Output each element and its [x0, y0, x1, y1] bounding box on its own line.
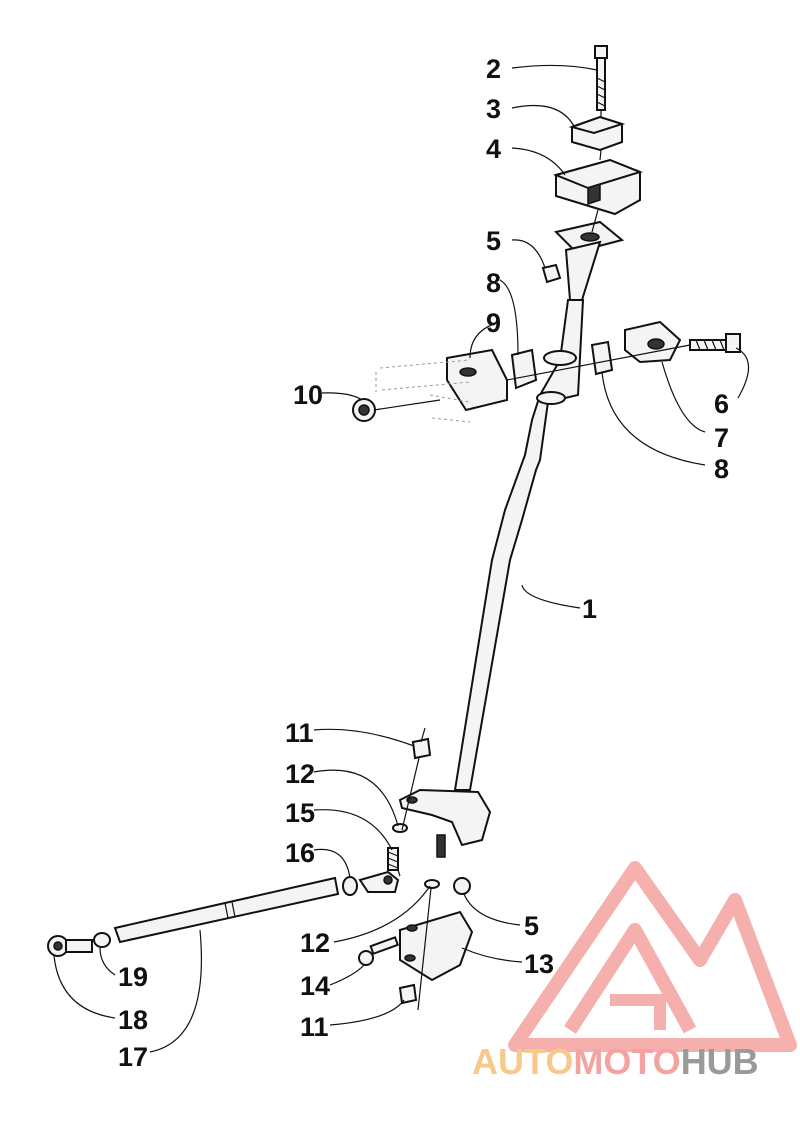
callout-17: 17	[118, 1042, 148, 1072]
watermark-logo	[508, 861, 797, 1052]
clamp-block	[446, 348, 508, 412]
handlebar-outline	[375, 359, 471, 423]
tie-rod-end-outer	[47, 935, 93, 957]
nut-lower	[453, 877, 471, 895]
jam-nut	[342, 876, 358, 896]
watermark-hub: HUB	[681, 1041, 759, 1082]
nut-upper	[411, 737, 432, 760]
callout-10: 10	[293, 380, 323, 410]
callout-7: 7	[714, 423, 729, 453]
nut-top	[541, 263, 562, 284]
callout-16: 16	[285, 838, 315, 868]
callout-8-right: 8	[714, 454, 729, 484]
bracket	[399, 910, 474, 982]
watermark-moto: MOTO	[573, 1041, 680, 1082]
callout-19: 19	[118, 962, 148, 992]
bushing-left	[510, 348, 538, 390]
clamp-bolt	[689, 333, 741, 353]
steering-post	[398, 220, 625, 858]
cap-screw	[358, 936, 400, 966]
callout-labels: 2 3 4 5 8 9 10 6 7 8 1 11 12 15 16 12 5 …	[118, 54, 729, 1072]
callout-5-upper: 5	[486, 226, 501, 256]
assembly-centerlines	[373, 110, 691, 1011]
handlebar-cap	[568, 115, 626, 152]
clamp	[624, 320, 682, 364]
callout-15: 15	[285, 798, 315, 828]
flange-nut	[352, 398, 376, 422]
washer-upper	[392, 823, 408, 833]
callout-11-upper: 11	[285, 718, 314, 748]
callout-14: 14	[300, 971, 330, 1001]
callout-11-lower: 11	[300, 1012, 329, 1042]
tie-rod-end	[358, 870, 400, 893]
callout-18: 18	[118, 1005, 148, 1035]
handlebar-block	[552, 158, 644, 216]
callout-2: 2	[486, 54, 501, 84]
bushing-right	[590, 340, 614, 376]
callout-9: 9	[486, 308, 501, 338]
tie-rod-nut	[93, 932, 111, 948]
tie-rod-stud	[387, 847, 399, 871]
callout-12-upper: 12	[285, 759, 315, 789]
leader-lines	[53, 64, 750, 1053]
callout-3: 3	[486, 94, 501, 124]
callout-12-lower: 12	[300, 928, 330, 958]
watermark-auto: AUTO	[472, 1041, 573, 1082]
watermark-text: AUTOMOTOHUB	[472, 1041, 759, 1082]
callout-4: 4	[486, 134, 501, 164]
callout-1: 1	[582, 594, 597, 624]
callout-6: 6	[714, 389, 729, 419]
callout-8-left: 8	[486, 268, 501, 298]
washer-lower	[424, 879, 440, 889]
tie-rod	[113, 876, 340, 944]
nut-lower-bottom	[398, 983, 418, 1005]
callout-13: 13	[524, 949, 554, 979]
top-bolt	[594, 45, 608, 111]
callout-5-lower: 5	[524, 911, 539, 941]
